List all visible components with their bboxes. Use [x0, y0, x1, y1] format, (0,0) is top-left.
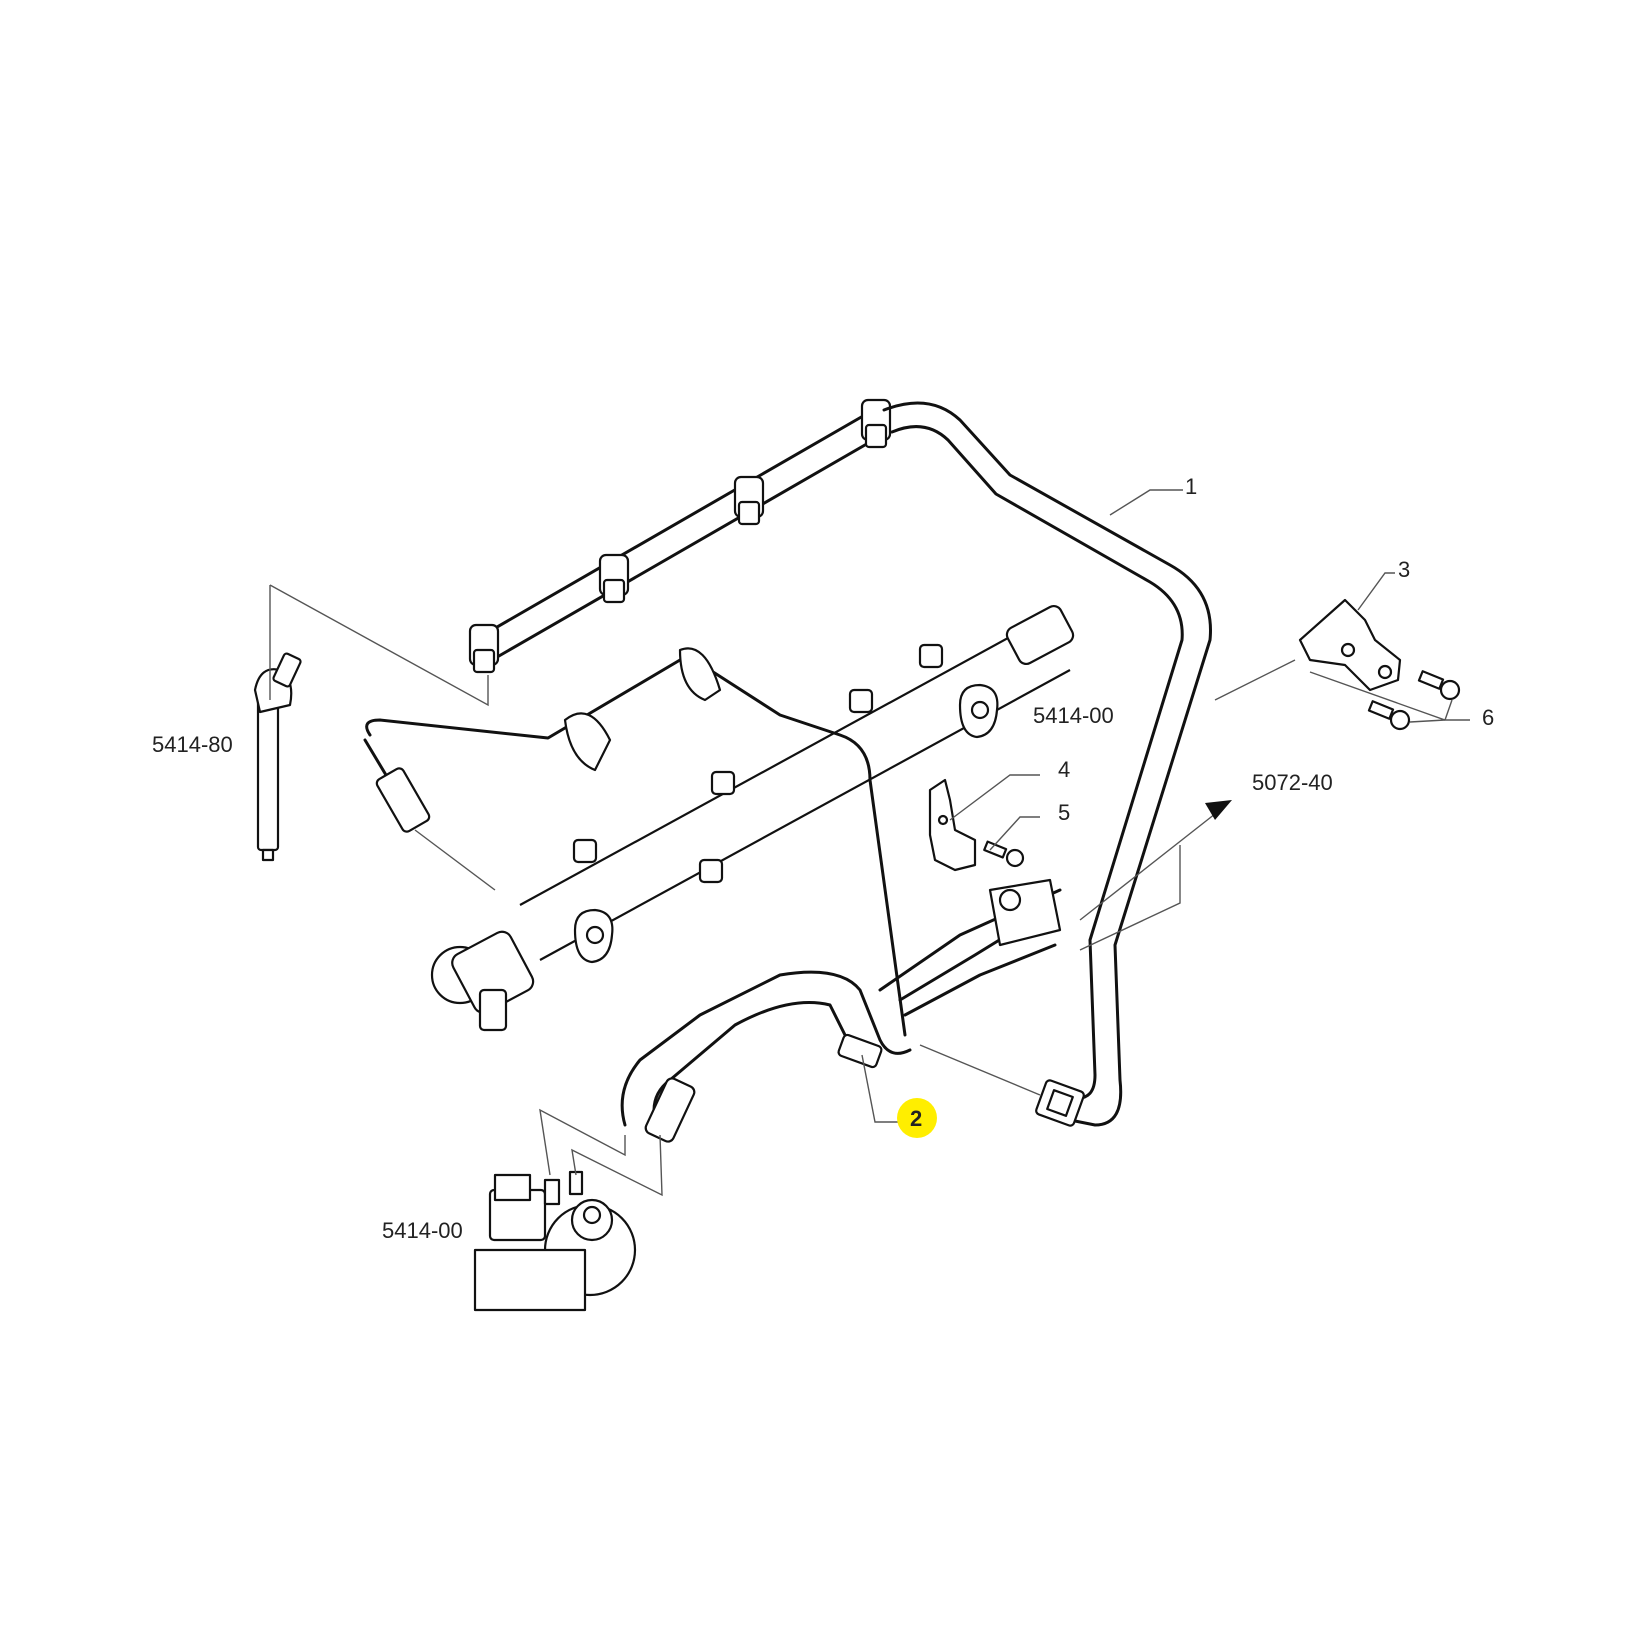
bolt-part-6[interactable] [1417, 670, 1461, 701]
ref-label-filter[interactable]: 5072-40 [1252, 770, 1333, 795]
callout-2-highlighted[interactable]: 2 [897, 1098, 937, 1138]
callout-5[interactable]: 5 [1058, 800, 1070, 825]
injector[interactable] [253, 652, 302, 862]
fuel-rail[interactable] [430, 603, 1076, 1032]
fuel-hose-assembly-part-2[interactable] [620, 878, 1062, 1144]
rail-mount-tab [958, 683, 999, 739]
bracket-part-4[interactable] [928, 778, 977, 872]
ref-label-rail[interactable]: 5414-00 [1033, 703, 1114, 728]
leak-off-line-part-1[interactable] [468, 398, 1212, 1127]
bracket-part-3[interactable] [1298, 598, 1402, 692]
callout-6[interactable]: 6 [1482, 705, 1494, 730]
callout-3[interactable]: 3 [1398, 557, 1410, 582]
ref-label-injector[interactable]: 5414-80 [152, 732, 233, 757]
hose-branch-connector [988, 878, 1062, 947]
leakoff-connector [733, 475, 765, 526]
leakoff-connector [598, 553, 630, 604]
leakoff-connector [860, 398, 892, 449]
rail-feed-line[interactable] [363, 647, 907, 1037]
highlight-badge [897, 1098, 937, 1138]
bolt-part-5[interactable] [983, 840, 1025, 868]
callout-1[interactable]: 1 [1185, 474, 1197, 499]
bolt-part-6[interactable] [1367, 700, 1411, 731]
arrow-head-icon [1205, 800, 1232, 820]
high-pressure-pump[interactable] [473, 1170, 637, 1312]
ref-label-pump[interactable]: 5414-00 [382, 1218, 463, 1243]
leader-lines [269, 489, 1470, 1197]
return-line-end-connector [1035, 1079, 1085, 1127]
leakoff-connector [468, 623, 500, 674]
svg-text:2: 2 [910, 1106, 922, 1131]
callout-4[interactable]: 4 [1058, 757, 1070, 782]
rail-mount-tab [573, 908, 614, 964]
